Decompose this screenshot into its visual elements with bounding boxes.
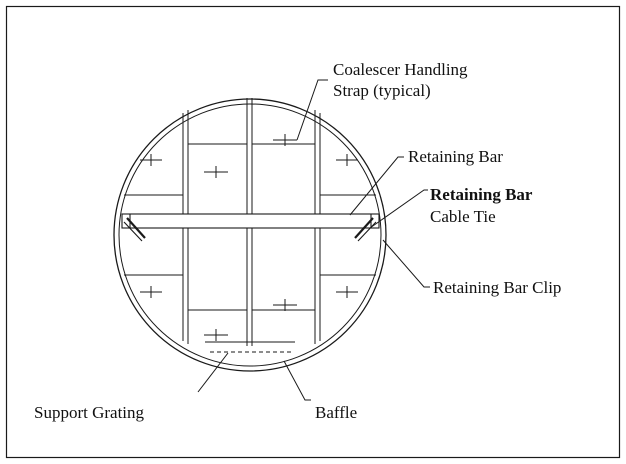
label-handling-strap-line1: Coalescer Handling (333, 60, 468, 79)
vessel-outer-wall (113, 98, 387, 372)
leader-retaining-bar (349, 156, 404, 216)
label-retaining-bar-clip: Retaining Bar Clip (433, 278, 561, 297)
leader-lines (197, 79, 430, 401)
outer-frame (5, 5, 621, 459)
label-support-grating: Support Grating (34, 403, 145, 422)
label-handling-strap-line2: Strap (typical) (333, 81, 431, 100)
label-retaining-bar: Retaining Bar (408, 147, 503, 166)
leader-handling-strap (296, 79, 328, 141)
label-cable-tie-line1: Retaining Bar (430, 185, 533, 204)
vessel-inner-wall (118, 103, 382, 367)
label-baffle: Baffle (315, 403, 357, 422)
retaining-bar-clips (123, 217, 377, 242)
leader-support-grating (197, 352, 229, 393)
label-cable-tie-line2: Cable Tie (430, 207, 496, 226)
leader-retaining-bar-clip (382, 239, 430, 288)
retaining-bar (121, 213, 380, 229)
leader-baffle (283, 360, 311, 401)
leader-cable-tie (369, 189, 428, 229)
